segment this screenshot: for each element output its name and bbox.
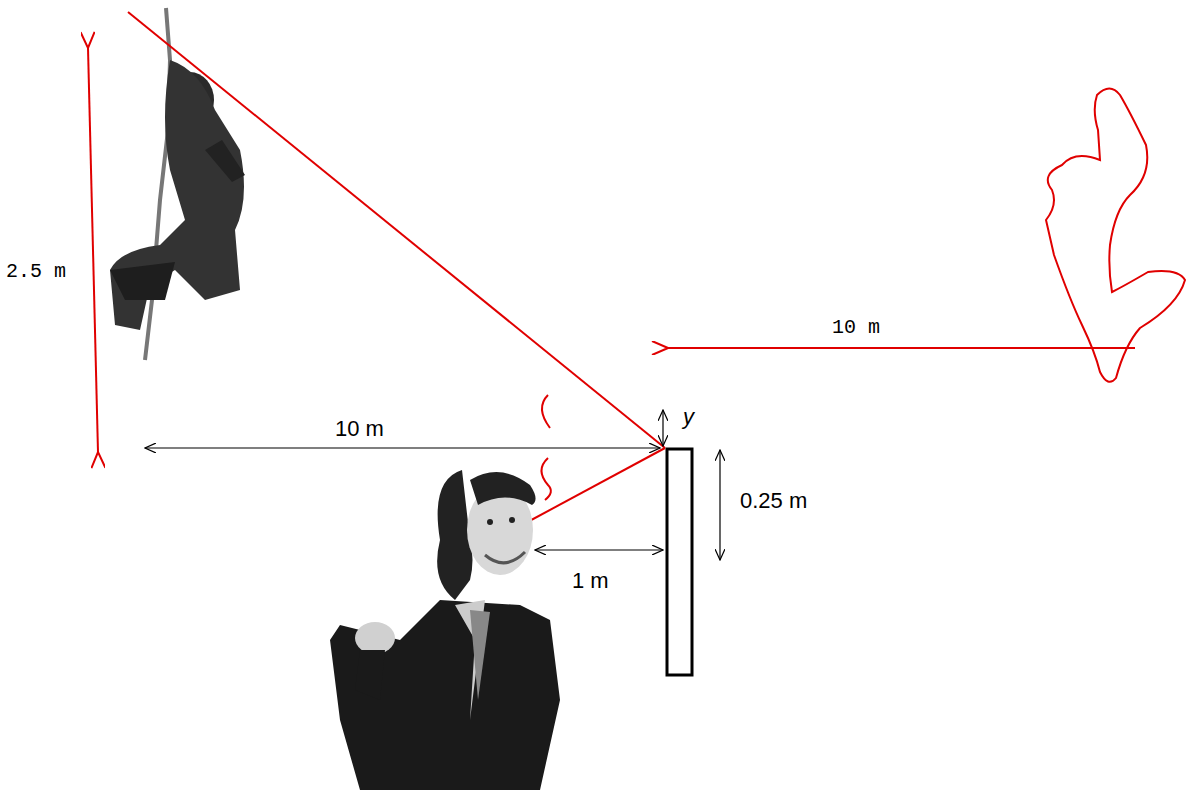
height-label: 2.5 m [6, 262, 66, 282]
dimension-line [145, 447, 660, 448]
dimension-line [662, 410, 663, 446]
ninja-figure [110, 8, 245, 360]
mirror [667, 449, 692, 675]
man-figure [330, 470, 560, 790]
light-ray [128, 12, 665, 448]
distance-label: 10 m [335, 418, 384, 440]
distance-label: 10 m [832, 318, 880, 338]
dimension-line [535, 549, 663, 550]
distance-arrow [668, 347, 1135, 349]
virtual-image [1046, 89, 1185, 382]
dimension-line [719, 450, 720, 560]
offset-label: y [683, 406, 694, 428]
distance-label: 1 m [572, 570, 609, 592]
height-arrow [88, 48, 98, 452]
light-ray [522, 448, 665, 525]
angle-mark [542, 395, 550, 428]
mirror-size-label: 0.25 m [740, 490, 807, 512]
angle-mark [542, 458, 551, 500]
